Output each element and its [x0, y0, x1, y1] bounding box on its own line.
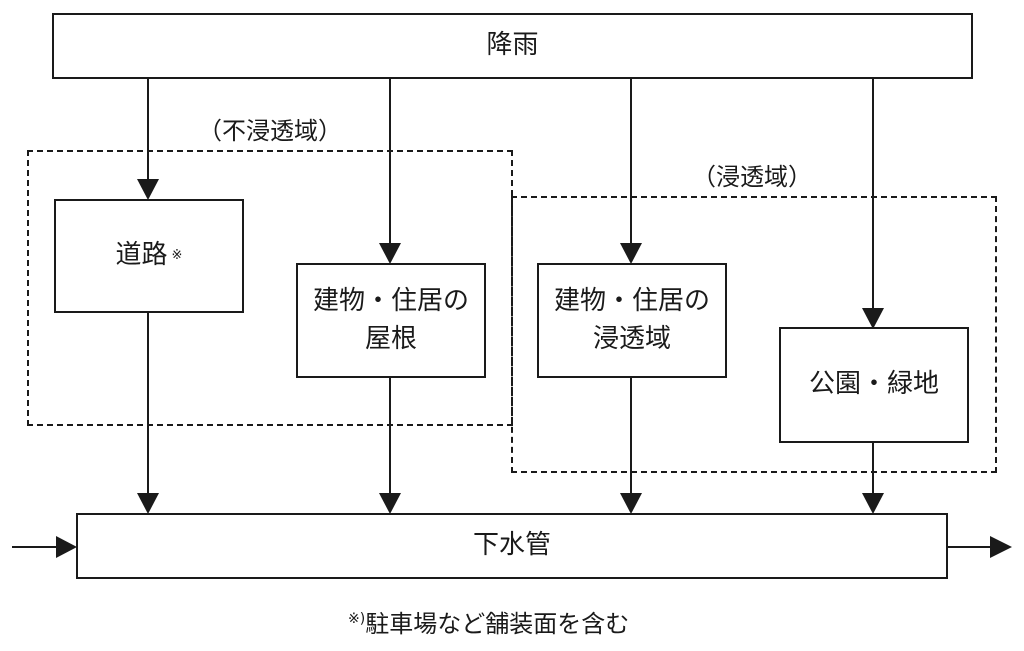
road-box: 道路※ — [54, 199, 244, 313]
arrowhead-infiltration — [620, 243, 642, 264]
sewer-label: 下水管 — [472, 530, 551, 561]
arrowhead-park — [862, 308, 884, 329]
arrowhead-sewer-road — [137, 493, 159, 514]
park-box: 公園・緑地 — [779, 327, 969, 443]
arrowhead-sewer-inflow — [56, 536, 77, 558]
arrowhead-sewer-infiltration — [620, 493, 642, 514]
arrowhead-roof — [379, 243, 401, 264]
arrowhead-sewer-roof — [379, 493, 401, 514]
arrowhead-sewer-outflow — [990, 536, 1012, 558]
infiltration-box: 建物・住居の 浸透域 — [537, 263, 727, 378]
arrowhead-road — [137, 179, 159, 200]
road-note-mark: ※ — [171, 247, 183, 263]
roof-label-line1: 建物・住居の — [312, 285, 469, 316]
roof-label-line2: 屋根 — [364, 323, 417, 354]
sewer-box: 下水管 — [76, 513, 948, 579]
roof-box: 建物・住居の 屋根 — [296, 263, 486, 378]
footnote: ※)駐車場など舗装面を含む — [348, 604, 629, 639]
pervious-zone-label: （浸透域） — [692, 163, 812, 191]
arrowhead-sewer-park — [862, 493, 884, 514]
rainfall-label: 降雨 — [486, 30, 539, 61]
infiltration-label-line1: 建物・住居の — [553, 285, 710, 316]
infiltration-label-line2: 浸透域 — [592, 323, 671, 354]
footnote-mark: ※) — [348, 611, 366, 627]
footnote-text: 駐車場など舗装面を含む — [365, 610, 630, 638]
road-label: 道路 — [115, 240, 168, 271]
park-label: 公園・緑地 — [808, 369, 939, 400]
pervious-zone — [511, 196, 997, 473]
rainfall-box: 降雨 — [52, 13, 973, 79]
impervious-zone-label: （不浸透域） — [198, 117, 342, 145]
